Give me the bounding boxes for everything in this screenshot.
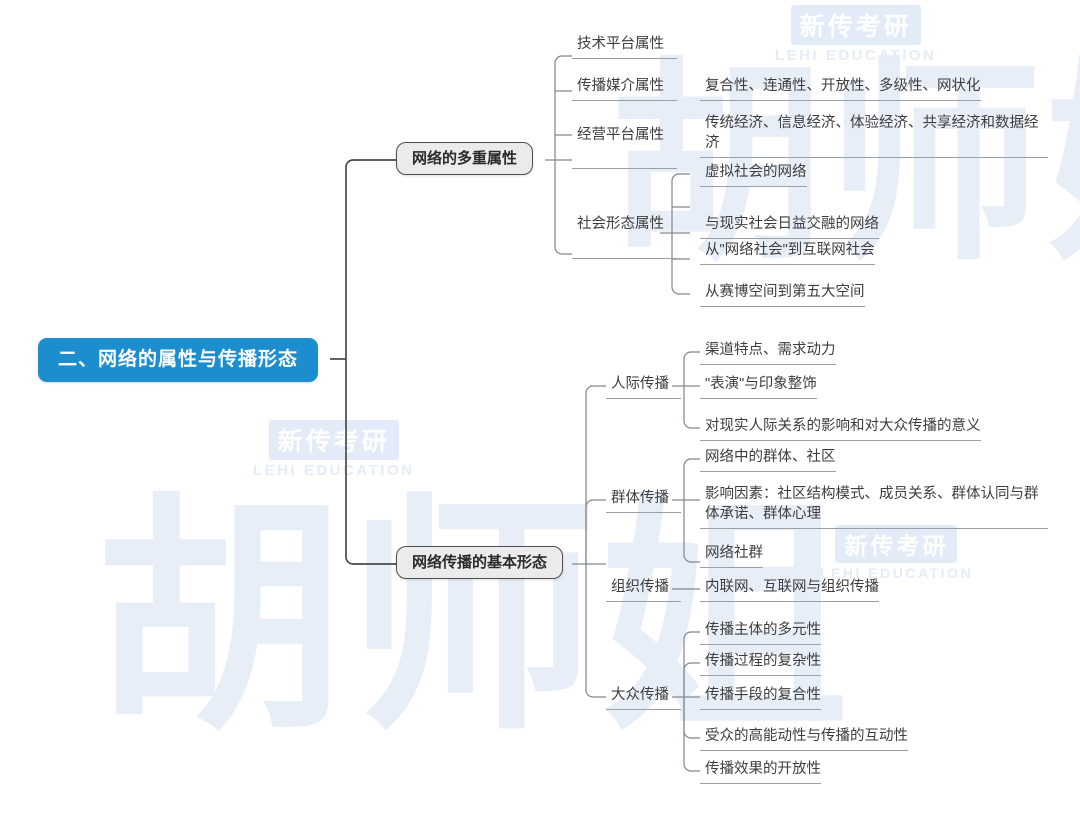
wire-t8-l15 <box>683 662 700 697</box>
topic-technology-platform[interactable]: 技术平台属性 <box>572 34 677 59</box>
leaf-intranet-internet-organization[interactable]: 内联网、互联网与组织传播 <box>700 577 879 602</box>
topic-media-channel[interactable]: 传播媒介属性 <box>572 76 677 101</box>
wire-t8-l17 <box>683 697 700 739</box>
topic-group-communication[interactable]: 群体传播 <box>606 488 681 513</box>
wire-t5-l9 <box>683 386 700 429</box>
root-node[interactable]: 二、网络的属性与传播形态 <box>38 338 319 382</box>
leaf-merging-with-real-society[interactable]: 与现实社会日益交融的网络 <box>700 214 879 239</box>
wire-t6-l10 <box>683 458 700 500</box>
wire-b1-t1 <box>554 55 572 160</box>
leaf-channel-and-demand[interactable]: 渠道特点、需求动力 <box>700 340 836 365</box>
wire-t6-l12 <box>683 500 700 563</box>
leaf-online-groups-communities[interactable]: 网络中的群体、社区 <box>700 447 836 472</box>
branch-node-communication-forms[interactable]: 网络传播的基本形态 <box>396 546 564 580</box>
wire-b2-t8 <box>585 564 606 698</box>
topic-social-form[interactable]: 社会形态属性 <box>572 214 677 259</box>
leaf-cyberspace-to-fifth-space[interactable]: 从赛博空间到第五大空间 <box>700 282 865 307</box>
wire-b2-t5 <box>585 385 606 564</box>
watermark-badge-bottom-tr: LEHI EDUCATION <box>775 47 937 64</box>
watermark-badge-top-right: 新传考研 LEHI EDUCATION <box>775 5 936 64</box>
leaf-diverse-subjects[interactable]: 传播主体的多元性 <box>700 620 821 645</box>
topic-mass-communication[interactable]: 大众传播 <box>606 685 681 710</box>
leaf-impact-on-relationships[interactable]: 对现实人际关系的影响和对大众传播的意义 <box>700 416 981 441</box>
wire-root-to-branch1 <box>345 159 396 359</box>
watermark-badge-top-br: 新传考研 <box>835 525 958 563</box>
watermark-badge-left: 新传考研 LEHI EDUCATION <box>253 420 414 479</box>
wire-b1-t4 <box>554 160 572 255</box>
wire-b2-t6 <box>585 499 606 564</box>
leaf-business-economies[interactable]: 传统经济、信息经济、体验经济、共享经济和数据经济 <box>700 113 1048 158</box>
topic-organizational-communication[interactable]: 组织传播 <box>606 577 681 602</box>
wire-t5-l7 <box>683 351 700 386</box>
watermark-badge-bottom-right: 新传考研 LEHI EDUCATION <box>820 525 973 581</box>
wire-t8-l18 <box>683 697 700 772</box>
wire-root-to-branch2 <box>345 359 396 565</box>
watermark-badge-top-left: 新传考研 <box>268 420 399 460</box>
leaf-composite-means[interactable]: 传播手段的复合性 <box>700 685 821 710</box>
wire-t8-l14 <box>683 631 700 697</box>
leaf-online-community[interactable]: 网络社群 <box>700 543 763 568</box>
leaf-influencing-factors[interactable]: 影响因素：社区结构模式、成员关系、群体认同与群体承诺、群体心理 <box>700 484 1048 529</box>
leaf-virtual-society-network[interactable]: 虚拟社会的网络 <box>700 162 807 187</box>
leaf-open-effects[interactable]: 传播效果的开放性 <box>700 759 821 784</box>
leaf-audience-agency-interactivity[interactable]: 受众的高能动性与传播的互动性 <box>700 726 908 751</box>
leaf-media-channel-features[interactable]: 复合性、连通性、开放性、多级性、网状化 <box>700 76 981 101</box>
leaf-network-society-to-internet-society[interactable]: 从"网络社会"到互联网社会 <box>700 240 875 265</box>
watermark-badge-top-tr: 新传考研 <box>790 5 921 45</box>
watermark-badge-bottom-left: LEHI EDUCATION <box>253 462 415 479</box>
branch-node-network-attributes[interactable]: 网络的多重属性 <box>396 142 534 176</box>
leaf-complex-process[interactable]: 传播过程的复杂性 <box>700 651 821 676</box>
leaf-performance-impression-management[interactable]: "表演"与印象整饰 <box>700 374 817 399</box>
topic-business-platform[interactable]: 经营平台属性 <box>572 125 677 169</box>
topic-interpersonal-communication[interactable]: 人际传播 <box>606 374 681 399</box>
